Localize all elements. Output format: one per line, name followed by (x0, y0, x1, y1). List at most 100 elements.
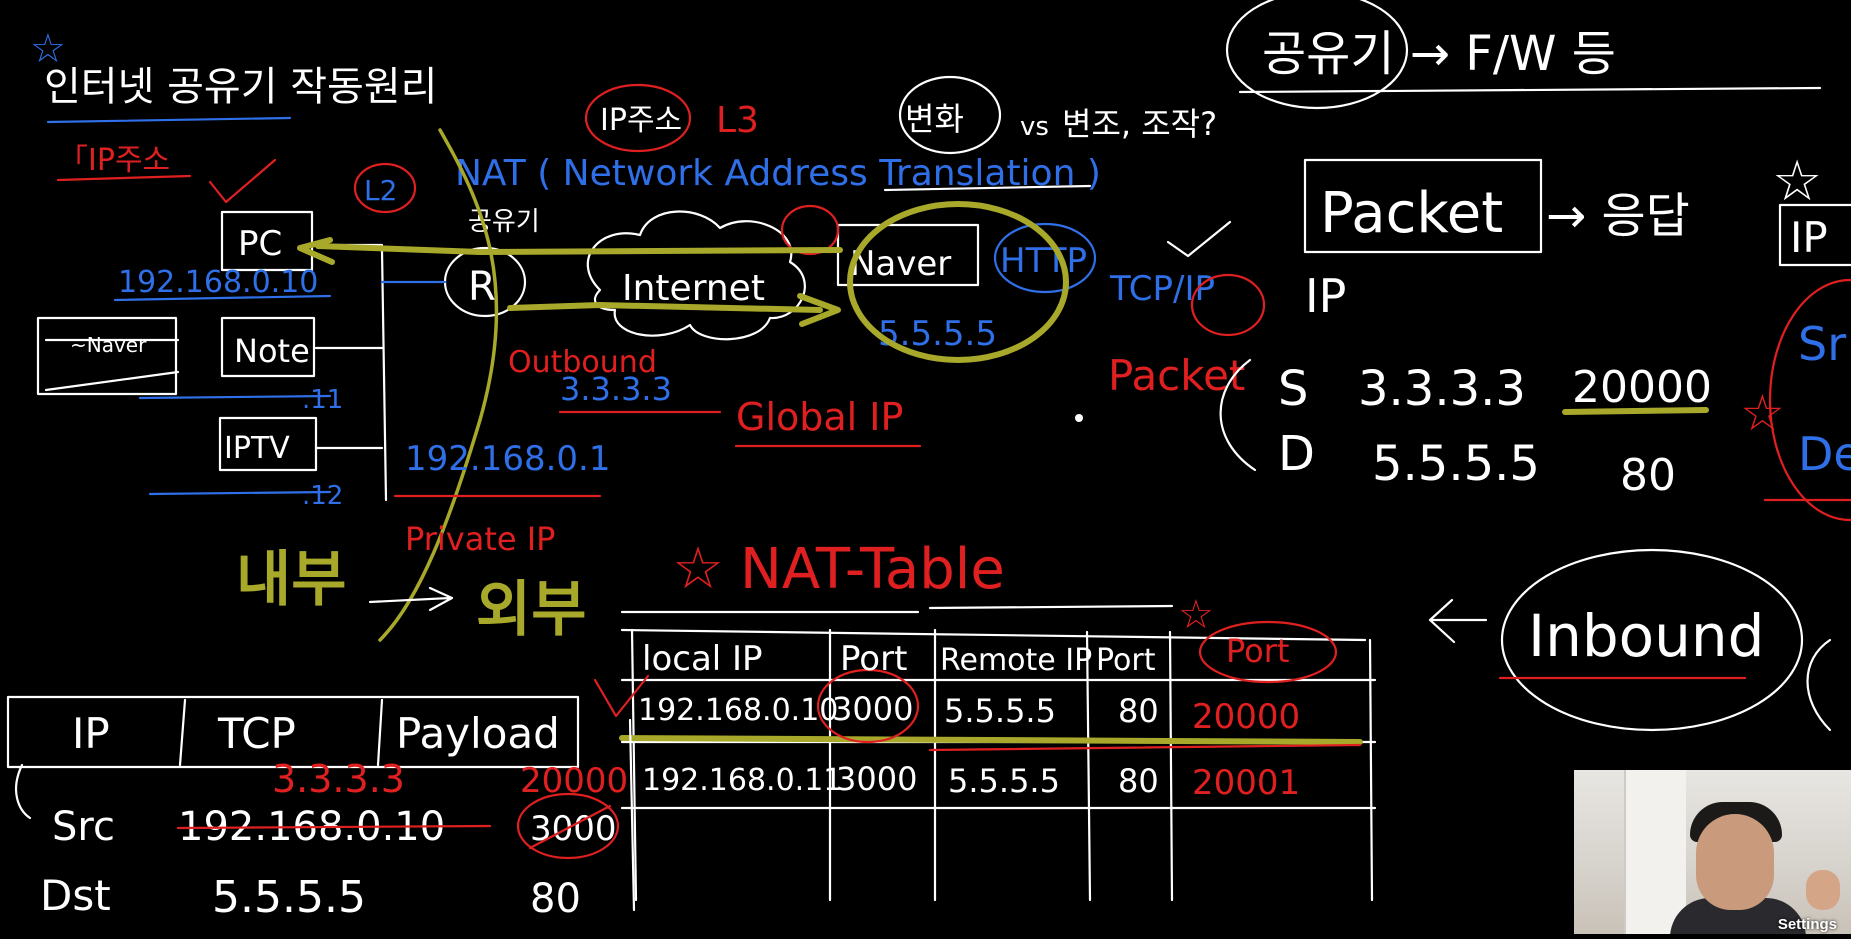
naver-label: Naver (850, 244, 951, 284)
naver-red-mark (780, 204, 840, 256)
packet-header-payload: Payload (396, 709, 560, 758)
title-underline (46, 116, 292, 124)
pc-ip-underline (113, 294, 332, 302)
check-icon-2 (1166, 220, 1232, 258)
header-src-label: Src (52, 804, 115, 850)
header-src-port: 3000 (530, 809, 617, 849)
l2-circle (353, 162, 417, 214)
iptv-ip-underline (148, 490, 332, 496)
nat-table-columns (630, 628, 1374, 902)
layer2-label: L2 (364, 174, 397, 207)
nat-header-port: Port (840, 639, 907, 679)
note-ip-underline (138, 394, 332, 400)
pc-label: PC (238, 224, 282, 264)
internet-label: Internet (622, 268, 765, 309)
yellow-arrowhead-right (797, 293, 841, 327)
packet-header-dividers (178, 698, 384, 767)
yellow-path-bottom (507, 302, 823, 313)
packet-arrow: → 응답 (1546, 188, 1690, 244)
change-word1: 변화 (905, 100, 964, 138)
packet-red: Packet (1108, 351, 1245, 400)
nat-table-star-icon-2: ☆ (1178, 592, 1214, 638)
nat-check-icon (593, 674, 650, 718)
packet-header-box (6, 695, 580, 769)
note-ip: .11 (302, 385, 343, 415)
packet-box (1303, 158, 1543, 254)
pc-ip: 192.168.0.10 (118, 265, 318, 300)
nat-header-local-ip: local IP (642, 639, 763, 679)
webcam-background-door (1624, 770, 1686, 934)
nat-table-title: NAT-Table (740, 537, 1005, 602)
pc-box (220, 210, 314, 272)
webcam-presenter-hand (1806, 870, 1840, 910)
ip-circle (1190, 273, 1266, 337)
src-port-highlight (1562, 407, 1709, 415)
sd-bracket (1219, 358, 1257, 472)
inside-outside-arrow (368, 586, 454, 612)
right-edge-star-icon: ☆ (1772, 149, 1822, 214)
nat-table (593, 604, 1377, 902)
ip-change-circle-outline (584, 83, 692, 153)
dst-port: 80 (1620, 450, 1676, 501)
nat-row2-port: 3000 (836, 760, 917, 798)
right-edge-de: De (1798, 427, 1851, 481)
http-label: HTTP (1000, 241, 1087, 281)
check-icon (208, 158, 277, 204)
settings-button[interactable]: Settings (1777, 916, 1837, 933)
packet-box-label: Packet (1320, 181, 1503, 246)
right-edge-bracket (1806, 638, 1832, 732)
laptop-tag: ~Naver (70, 333, 147, 357)
ip-change-circle: IP주소 (600, 103, 682, 138)
src-port: 20000 (1572, 362, 1712, 413)
port-3000-circle (816, 668, 920, 744)
nat-header-remote-ip: Remote IP (940, 643, 1092, 678)
change-vs: vs (1020, 112, 1049, 142)
webcam-overlay: Settings (1574, 770, 1851, 934)
nat-row2-remote-port: 80 (1118, 762, 1159, 800)
laptop-icon (36, 316, 178, 396)
nat-row2-public-port: 20001 (1192, 763, 1300, 803)
naver-highlight (847, 201, 1069, 363)
ip-change-label: 「IP주소 (58, 143, 170, 178)
cursor-dot (1075, 414, 1083, 422)
nat-left-border (628, 718, 636, 912)
laptop-lines (44, 338, 180, 392)
header-dst-label: Dst (40, 871, 111, 920)
right-edge-ip: IP (1790, 213, 1828, 262)
dst-ip: 5.5.5.5 (1372, 436, 1540, 492)
packet-header-tcp: TCP (217, 709, 296, 758)
top-right-note: 공유기 → F/W 등 (1262, 26, 1616, 82)
nat-table-brackets (620, 604, 1174, 614)
note-label: Note (234, 332, 310, 370)
tcp-ip-label: TCP/IP (1109, 269, 1215, 309)
nat-row2-local-ip: 192.168.0.11 (642, 763, 842, 798)
ip-change-underline (56, 174, 192, 182)
webcam-presenter-face (1696, 814, 1774, 910)
right-edge-ip-box (1778, 203, 1851, 267)
note-box (220, 316, 316, 378)
switch-bus (380, 248, 388, 502)
layer3-label: L3 (716, 100, 759, 141)
src-label: S (1278, 361, 1308, 417)
iptv-ip: .12 (302, 481, 343, 511)
nat-header-remote-port: Port (1096, 643, 1156, 678)
packet-header-ip: IP (72, 709, 110, 758)
internet-cloud (586, 210, 806, 341)
private-ip-addr: 192.168.0.1 (405, 439, 610, 479)
nat-row1-local-ip: 192.168.0.10 (638, 693, 838, 728)
http-circle (993, 222, 1097, 294)
outside-label: 외부 (476, 575, 586, 645)
ip-label: IP (1305, 269, 1346, 323)
nat-row1-port: 3000 (832, 690, 913, 728)
dst-label: D (1278, 426, 1315, 482)
header-src-port-strike (528, 804, 612, 850)
yellow-arrowhead-left (297, 237, 335, 265)
iptv-box (218, 416, 318, 472)
header-dst-port: 80 (530, 876, 581, 922)
right-edge-star-red-icon: ☆ (1740, 384, 1785, 442)
port-header-circle (1198, 620, 1338, 684)
right-edge-red-circle (1768, 278, 1851, 522)
header-src-new-ip: 3.3.3.3 (272, 757, 405, 801)
nat-row1-remote-port: 80 (1118, 692, 1159, 730)
